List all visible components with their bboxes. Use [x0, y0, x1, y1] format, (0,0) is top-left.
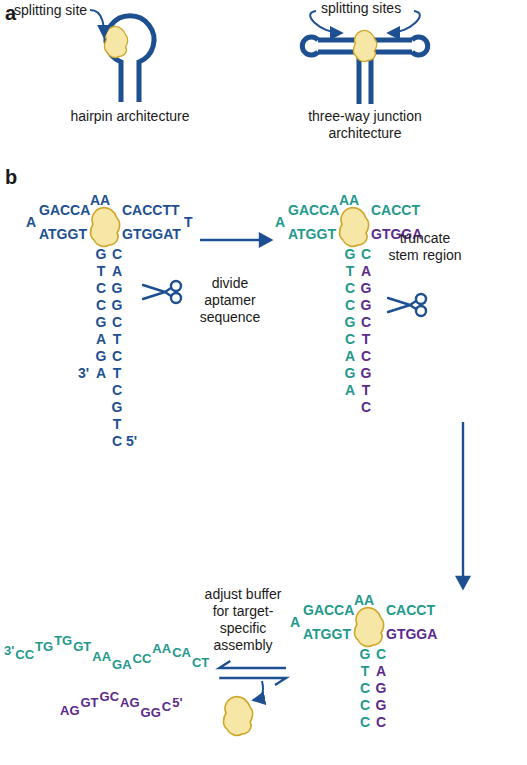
protein — [224, 697, 253, 736]
connector-stroke — [462, 422, 464, 580]
sequence-text: CAGGCTCTCGTC — [110, 246, 124, 450]
pointer-arrow — [90, 10, 104, 36]
sequence-text: GT — [81, 694, 99, 711]
sequence-text: AA — [339, 192, 359, 209]
sequence-text: CACCT — [386, 602, 435, 619]
sequence-text: A — [290, 614, 300, 631]
connector-stroke — [200, 239, 263, 241]
sequence-text: CACCTT — [122, 202, 180, 219]
step-arrow — [457, 422, 469, 588]
sequence-text: GC — [100, 688, 120, 705]
sequence-text: CA — [172, 644, 191, 661]
connector-stroke — [219, 661, 286, 668]
sequence-text: 5' — [126, 433, 137, 450]
panel-letter: b — [5, 166, 17, 188]
annotation-label: three-way junction architecture — [290, 108, 440, 142]
sequence-text: 5' — [172, 694, 182, 711]
sequence-text: A — [26, 214, 36, 231]
step-arrow — [219, 661, 286, 685]
annotation-label: splitting site — [14, 2, 87, 19]
sequence-text: ATGGT — [39, 226, 87, 243]
sequence-text: AGGC — [374, 663, 388, 731]
sequence-text: AG — [60, 702, 80, 719]
sequence-text: AA — [354, 592, 374, 609]
protein — [340, 208, 369, 247]
scissors-icon — [388, 294, 426, 316]
sequence-text: GG — [141, 704, 161, 721]
sequence-text: C — [374, 646, 388, 663]
sequence-text: GTCCGAGA — [94, 246, 108, 382]
sequence-text: GACCA — [303, 602, 354, 619]
sequence-text: GT — [73, 638, 91, 655]
sequence-text: T — [184, 214, 193, 231]
protein — [353, 30, 376, 61]
annotation-label: divide aptamer sequence — [190, 275, 270, 326]
connector-stroke — [457, 577, 469, 588]
sequence-text: CC — [15, 646, 34, 663]
sequence-text: TG — [54, 632, 72, 649]
sequence-text: GTCCC — [358, 646, 372, 731]
sequence-text: TG — [35, 638, 53, 655]
sequence-text: GTGGAT — [122, 226, 181, 243]
step-arrow — [200, 234, 271, 246]
sequence-text: GACCA — [288, 202, 339, 219]
sequence-text: GACCA — [39, 202, 90, 219]
sequence-text: GTGGA — [386, 626, 437, 643]
sequence-text: 3' — [4, 642, 14, 659]
aptamer-structure: AGACCAAACACCTATGGTGTGGAGTCCGCAGACAGGCTCG… — [275, 192, 475, 420]
sequence-text: C — [359, 246, 373, 263]
sequence-text: CT — [192, 654, 209, 671]
sequence-text: AGGCTCGTC — [359, 263, 373, 416]
sequence-text: GA — [112, 656, 132, 673]
protein — [355, 608, 384, 647]
scissors-icon — [143, 281, 181, 303]
sequence-text: AA — [90, 192, 110, 209]
sequence-text: AA — [92, 648, 111, 665]
connector-stroke — [260, 234, 271, 246]
annotation-label: truncate stem region — [385, 230, 465, 264]
sequence-text: GTCCGCAGA — [343, 246, 357, 399]
sequence-text: ATGGT — [303, 626, 351, 643]
sequence-text: CACCT — [371, 202, 420, 219]
aptamer-structure: AGACCAAA CACCT ATGGT GTGGA GTCCCCAGGC — [290, 592, 480, 735]
protein — [91, 208, 120, 247]
sequence-text: CC — [133, 650, 152, 667]
annotation-label: splitting sites — [321, 0, 401, 17]
protein — [104, 26, 127, 57]
aptamer-structure: AGACCAAA CACCTTT ATGGT GTGGAT GTCCGAGACAGGCT… — [26, 192, 198, 454]
connector-stroke — [219, 678, 286, 685]
sequence-text: A — [275, 214, 285, 231]
sequence-text: AG — [120, 694, 140, 711]
annotation-label: adjust buffer for target-specific assemb… — [196, 586, 290, 654]
aptamer-structure: 3'CCTGTGGTAAGACCAACACTAGGTGCAGGGC5' — [4, 632, 213, 725]
sequence-text: AA — [152, 640, 171, 657]
sequence-text: 3' — [78, 365, 89, 382]
sequence-text: C — [162, 698, 171, 715]
release-arrow — [254, 681, 263, 700]
sequence-text: ATGGT — [288, 226, 336, 243]
annotation-label: hairpin architecture — [70, 108, 190, 125]
